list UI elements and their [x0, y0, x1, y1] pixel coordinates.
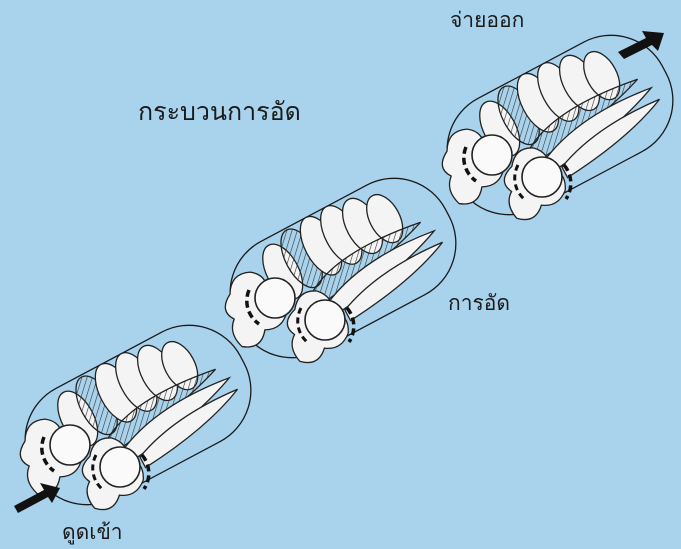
- label-discharge: จ่ายออก: [450, 4, 524, 37]
- diagram-title: กระบวนการอัด: [138, 92, 301, 132]
- label-compression: การอัด: [448, 287, 510, 320]
- compressor-stage-compression: [201, 158, 476, 389]
- label-intake: ดูดเข้า: [62, 516, 123, 549]
- discharge-arrow-icon: [618, 31, 664, 59]
- compressor-stage-intake: [0, 305, 271, 536]
